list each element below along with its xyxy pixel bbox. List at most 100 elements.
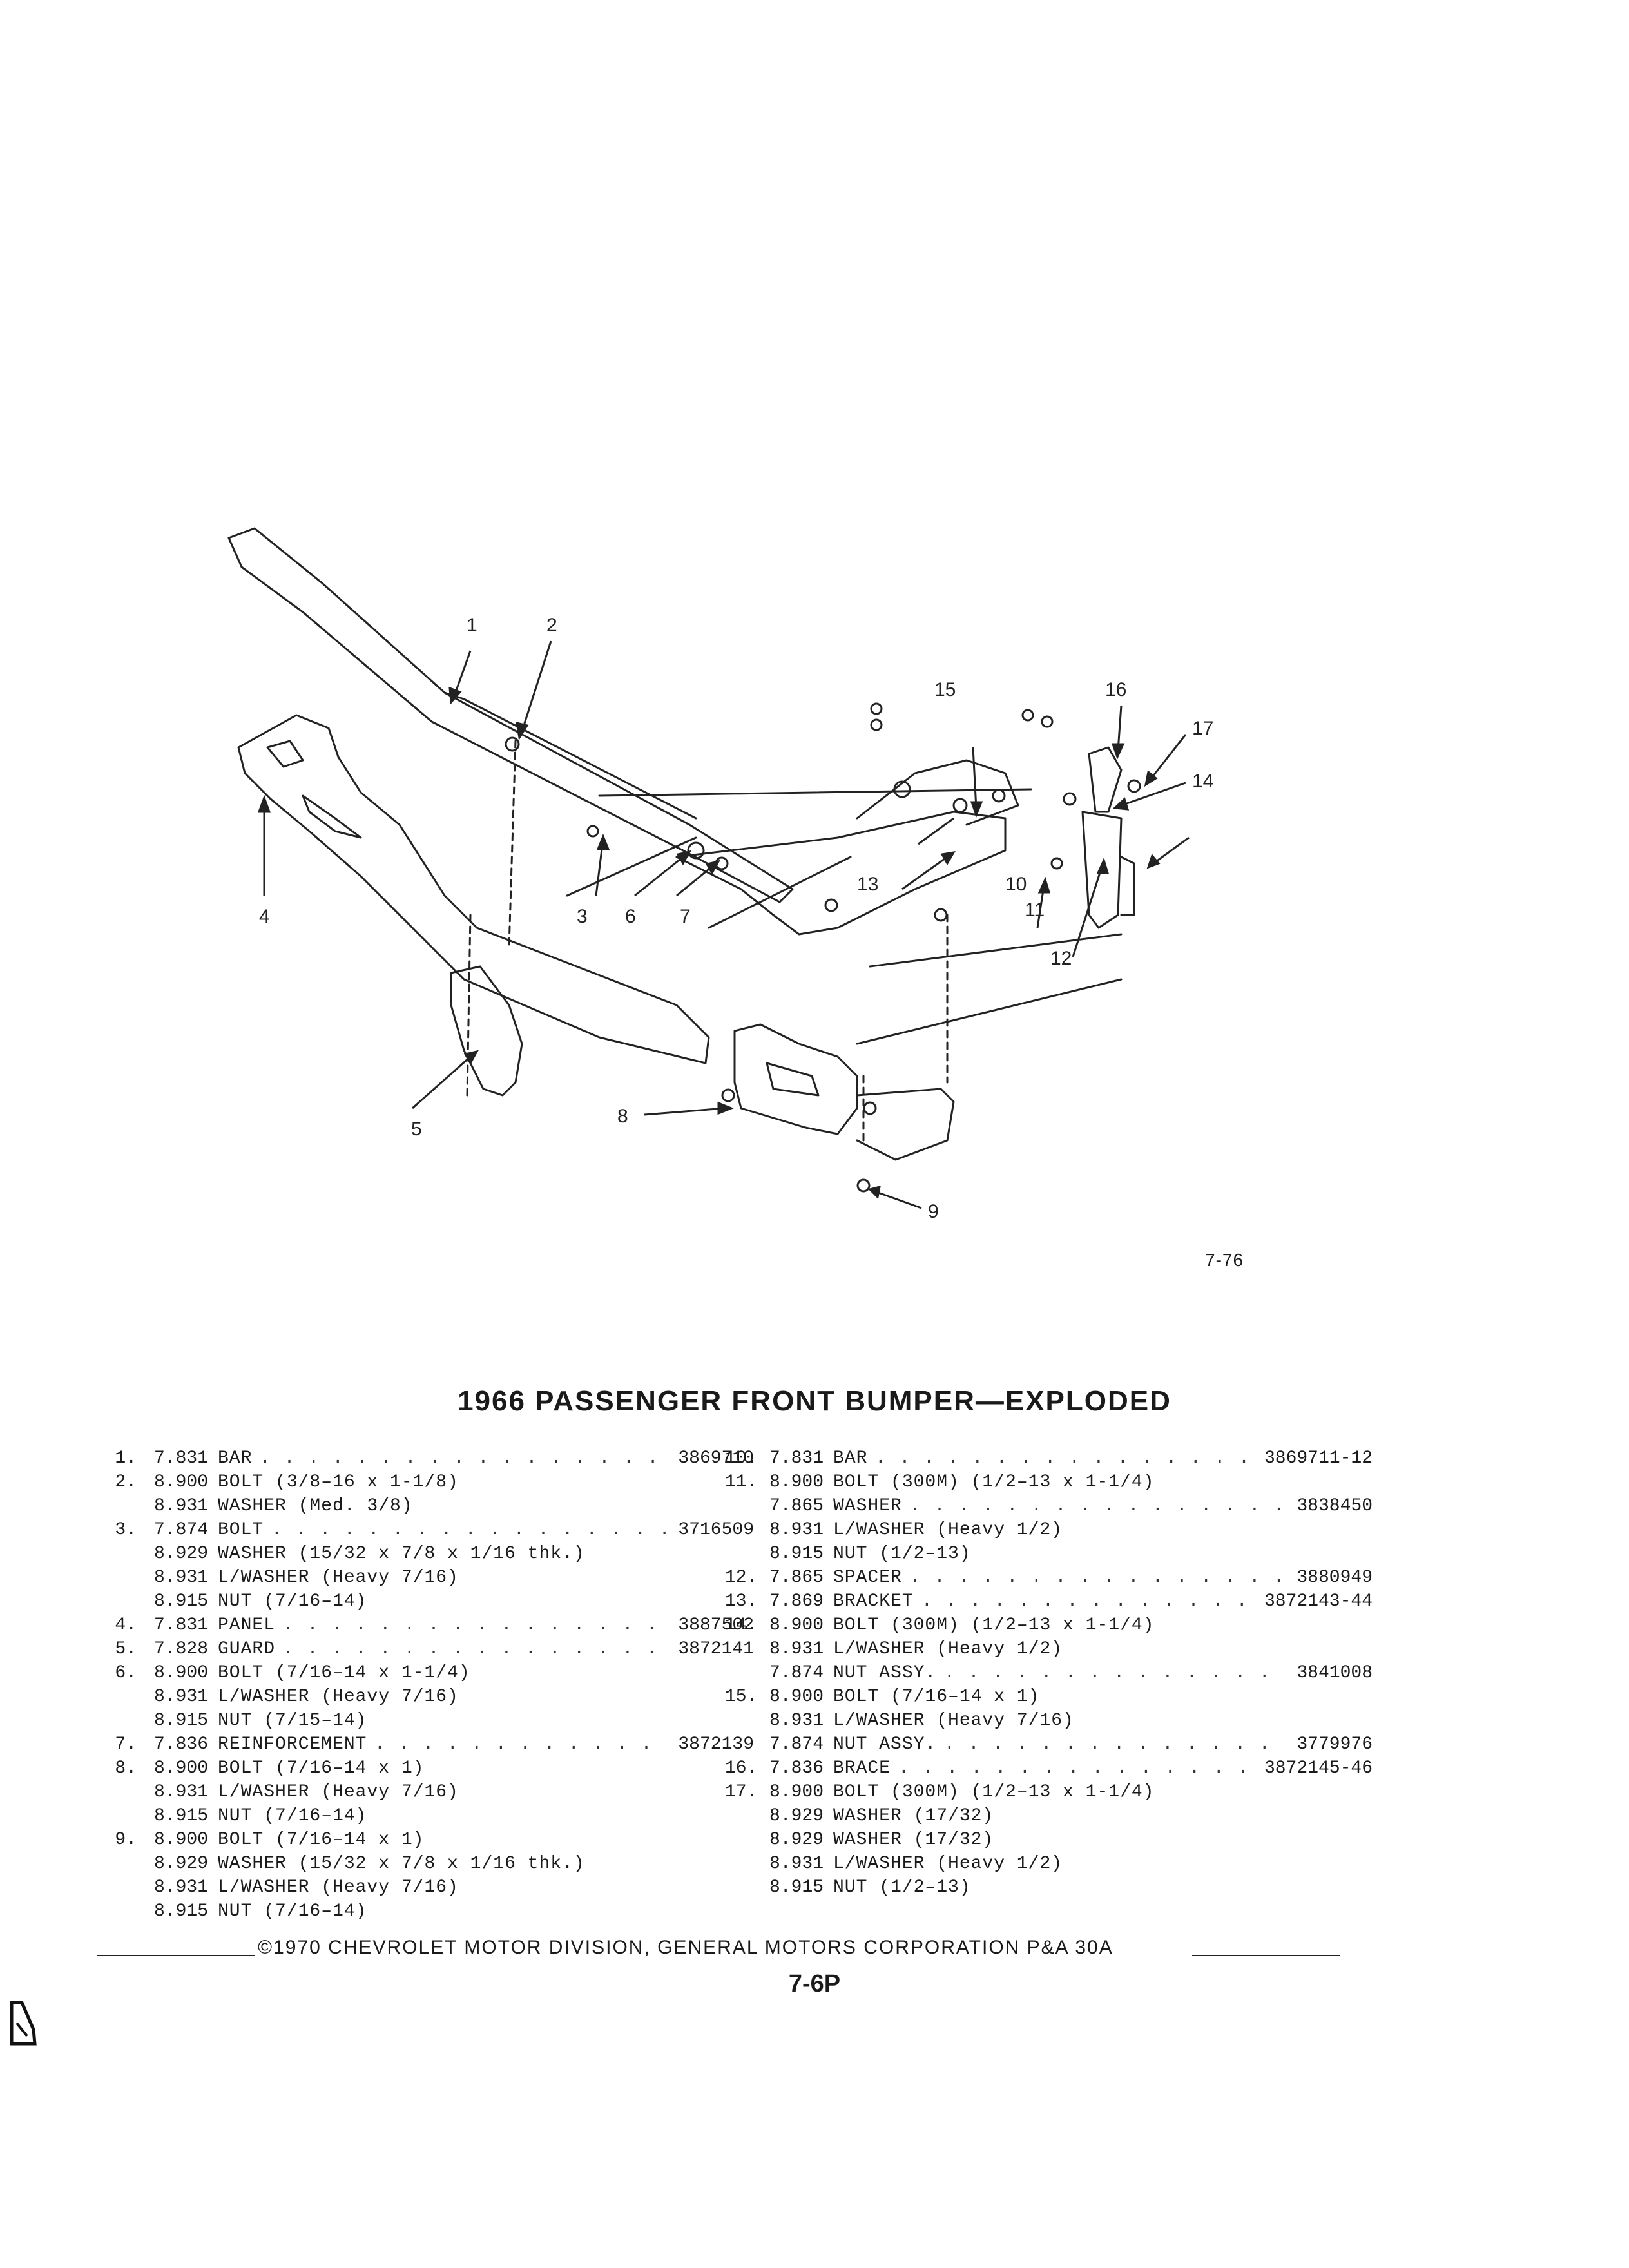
- leader-dots: . . . . . . . . . . . . . . . . . . . . …: [374, 1735, 669, 1754]
- part-code: 7.874: [769, 1735, 824, 1754]
- brace-outline: [1088, 746, 1123, 813]
- callout-8-bottom: 8: [617, 1106, 628, 1127]
- part-description: L/WASHER (Heavy 1/2): [833, 1639, 1063, 1659]
- part-code: 8.900: [769, 1615, 824, 1635]
- footer-rule-left: [97, 1955, 255, 1956]
- part-index: 3.: [115, 1520, 137, 1540]
- copyright-footer: ©1970 CHEVROLET MOTOR DIVISION, GENERAL …: [97, 1937, 1340, 1963]
- part-code: 7.831: [153, 1448, 208, 1468]
- callout-labels: 1 2 3 4 5 6 7 8 9 10 11 12 13 14 15 16 1…: [259, 615, 1213, 1222]
- part-code: 8.929: [153, 1544, 208, 1564]
- part-code: 7.836: [153, 1735, 208, 1754]
- part-index: 13.: [725, 1591, 758, 1611]
- part-description: L/WASHER (Heavy 7/16): [218, 1687, 459, 1707]
- part-description: BOLT (300M) (1/2–13 x 1-1/4): [833, 1782, 1155, 1802]
- part-description: WASHER: [833, 1496, 902, 1516]
- part-description: NUT (1/2–13): [833, 1544, 971, 1564]
- leader-dots: . . . . . . . . . . . . . . . . . . . . …: [921, 1591, 1255, 1611]
- part-description: BOLT (7/16–14 x 1-1/4): [218, 1663, 470, 1683]
- part-code: 8.915: [769, 1878, 824, 1898]
- part-code: 8.915: [153, 1806, 208, 1826]
- part-code: 8.931: [153, 1496, 208, 1516]
- part-description: NUT (1/2–13): [833, 1878, 971, 1898]
- part-index: 17.: [725, 1782, 758, 1802]
- part-description: BAR: [833, 1448, 868, 1468]
- part-index: 12.: [725, 1568, 758, 1588]
- leader-dots: . . . . . . . . . . . . . . . . . . . . …: [910, 1568, 1287, 1588]
- part-index: 14.: [725, 1615, 758, 1635]
- part-code: 8.931: [769, 1711, 824, 1731]
- part-description: WASHER (15/32 x 7/8 x 1/16 thk.): [218, 1544, 585, 1564]
- part-index: 6.: [115, 1663, 137, 1683]
- part-description: L/WASHER (Heavy 1/2): [833, 1854, 1063, 1874]
- leader-dots: . . . . . . . . . . . . . . . . . . . . …: [910, 1496, 1287, 1516]
- footer-text: ©1970 CHEVROLET MOTOR DIVISION, GENERAL …: [258, 1937, 1113, 1958]
- part-description: WASHER (17/32): [833, 1806, 994, 1826]
- part-description: REINFORCEMENT: [218, 1735, 367, 1754]
- part-description: BRACKET: [833, 1591, 914, 1611]
- footer-rule-right: [1192, 1955, 1340, 1956]
- panel-outline: [237, 714, 710, 1064]
- callout-4: 4: [259, 906, 270, 927]
- part-number: 3872145-46: [1264, 1758, 1373, 1778]
- part-code: 8.900: [769, 1687, 824, 1707]
- part-index: 7.: [115, 1735, 137, 1754]
- leader-dots: . . . . . . . . . . . . . . . . . . . . …: [283, 1615, 669, 1635]
- leader-dots: . . . . . . . . . . . . . . . . . . . . …: [271, 1520, 669, 1540]
- callout-6: 6: [625, 906, 636, 927]
- callout-12: 12: [1050, 948, 1072, 969]
- callout-16: 16: [1105, 679, 1126, 700]
- part-code: 8.915: [153, 1901, 208, 1921]
- part-description: BAR: [218, 1448, 253, 1468]
- callout-11: 11: [1025, 899, 1045, 921]
- leader-dots: . . . . . . . . . . . . . . . . . . . . …: [283, 1639, 669, 1659]
- part-description: BOLT (7/16–14 x 1): [218, 1830, 425, 1850]
- part-description: BRACE: [833, 1758, 891, 1778]
- parts-row: 8.915 NUT (1/2–13): [725, 1876, 1373, 1899]
- part-code: 7.874: [769, 1663, 824, 1683]
- part-index: 4.: [115, 1615, 137, 1635]
- part-code: 8.900: [769, 1782, 824, 1802]
- part-description: NUT (7/16–14): [218, 1591, 367, 1611]
- parts-row: 8.931 L/WASHER (Heavy 7/16): [110, 1685, 754, 1709]
- part-code: 8.929: [153, 1854, 208, 1874]
- page-title: 1966 PASSENGER FRONT BUMPER—EXPLODED: [458, 1385, 1171, 1417]
- part-number: 3869711-12: [1264, 1448, 1373, 1468]
- part-number: 3872139: [678, 1735, 754, 1754]
- part-index: 10.: [725, 1448, 758, 1468]
- part-code: 8.931: [769, 1639, 824, 1659]
- part-code: 7.869: [769, 1591, 824, 1611]
- part-code: 7.874: [153, 1520, 208, 1540]
- part-index: 15.: [725, 1687, 758, 1707]
- part-description: PANEL: [218, 1615, 276, 1635]
- part-number: 3779976: [1296, 1735, 1373, 1754]
- part-code: 8.900: [153, 1663, 208, 1683]
- bumper-bar-outline: [227, 527, 794, 903]
- part-index: 16.: [725, 1758, 758, 1778]
- part-description: L/WASHER (Heavy 7/16): [218, 1568, 459, 1588]
- leader-dots: . . . . . . . . . . . . . . . . . . . . …: [898, 1758, 1255, 1778]
- part-code: 8.931: [153, 1687, 208, 1707]
- part-code: 8.900: [153, 1830, 208, 1850]
- bracket-outline: [675, 811, 1007, 936]
- page-number: 7-6P: [788, 1970, 841, 1997]
- part-index: 2.: [115, 1472, 137, 1492]
- part-description: BOLT (300M) (1/2–13 x 1-1/4): [833, 1472, 1155, 1492]
- parts-row: 6. 8.900 BOLT (7/16–14 x 1-1/4): [110, 1661, 754, 1685]
